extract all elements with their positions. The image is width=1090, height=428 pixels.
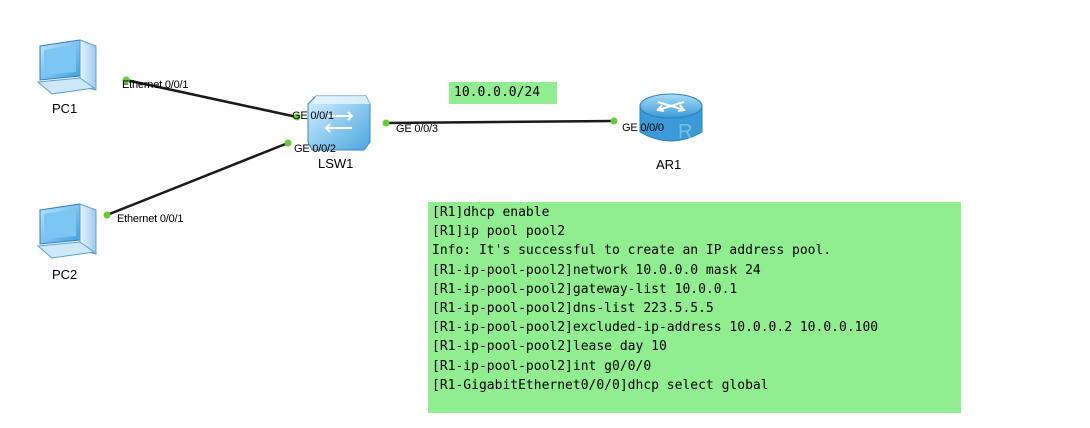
cli-line: [R1]ip pool pool2 (432, 224, 566, 240)
switch-icon[interactable] (307, 95, 371, 151)
cli-line: Info: It's successful to create an IP ad… (432, 243, 832, 259)
pc1-icon[interactable] (36, 39, 97, 95)
cli-line: [R1-ip-pool-pool2]int g0/0/0 (432, 358, 652, 374)
port-dot-pc2 (103, 211, 111, 219)
subnet-note: 10.0.0.0/24 (449, 82, 557, 104)
lsw1-ge2-label: GE 0/0/2 (294, 143, 336, 155)
pc2-icon[interactable] (36, 203, 97, 259)
link-lsw1-ar1[interactable] (385, 119, 615, 125)
cli-line: [R1-ip-pool-pool2]excluded-ip-address 10… (432, 320, 879, 336)
ar1-label: AR1 (656, 157, 682, 172)
lsw1-ge1-label: GE 0/0/1 (292, 110, 334, 122)
port-dot-ar1-ge0 (610, 117, 618, 125)
cli-line: [R1-ip-pool-pool2]dns-list 223.5.5.5 (432, 301, 714, 317)
svg-text:R: R (678, 121, 692, 143)
cli-line: [R1-GigabitEthernet0/0/0]dhcp select glo… (432, 377, 769, 393)
cli-line: [R1-ip-pool-pool2]network 10.0.0.0 mask … (432, 262, 761, 278)
lsw1-label: LSW1 (318, 156, 354, 171)
cli-config-note: [R1]dhcp enable [R1]ip pool pool2 Info: … (428, 202, 961, 413)
cli-line: [R1]dhcp enable (432, 205, 550, 220)
ar1-ge0-label: GE 0/0/0 (622, 122, 664, 134)
pc1-label: PC1 (52, 101, 78, 116)
port-dot-lsw1-ge1 (293, 113, 301, 121)
link-pc1-lsw1[interactable] (125, 78, 298, 119)
cli-line: [R1-ip-pool-pool2]lease day 10 (432, 339, 667, 355)
pc1-port-label: Ethernet 0/0/1 (122, 79, 189, 91)
port-dot-pc1 (122, 76, 130, 84)
lsw1-ge3-label: GE 0/0/3 (396, 123, 438, 135)
pc2-port-label: Ethernet 0/0/1 (117, 213, 184, 225)
link-pc2-lsw1[interactable] (106, 141, 289, 217)
router-icon[interactable]: R (639, 93, 703, 143)
cli-line: [R1-ip-pool-pool2]gateway-list 10.0.0.1 (432, 281, 738, 297)
port-dot-lsw1-ge2 (284, 139, 292, 147)
port-dot-lsw1-ge3 (382, 119, 390, 127)
pc2-label: PC2 (52, 267, 78, 282)
